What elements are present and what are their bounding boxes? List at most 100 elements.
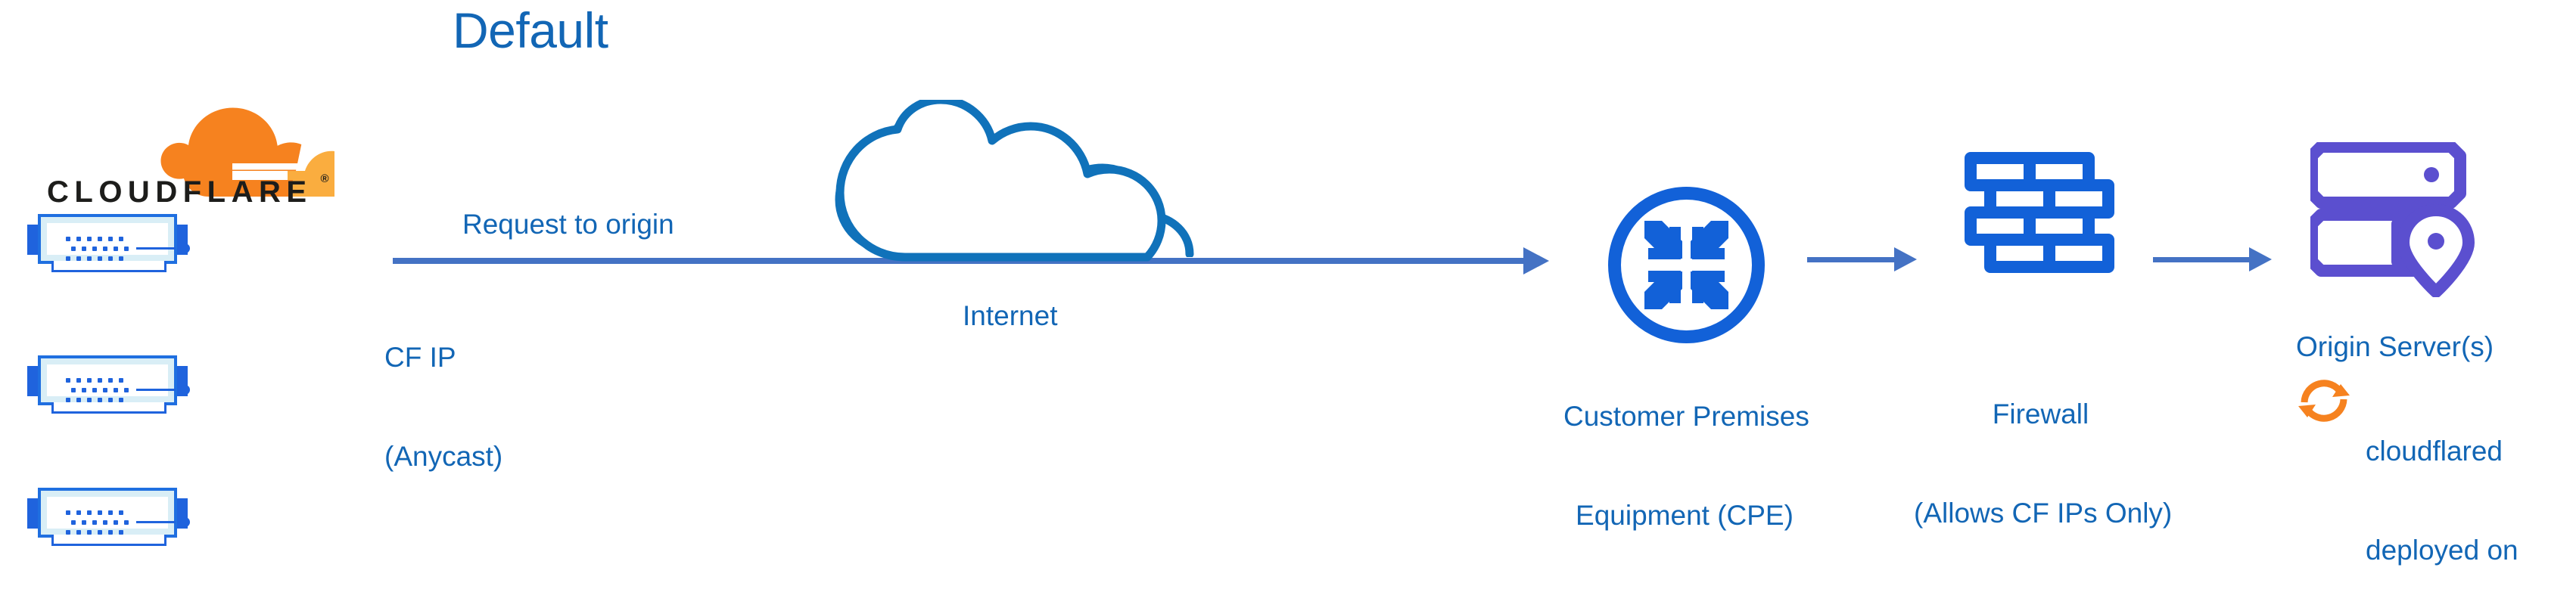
server-power-dot <box>180 243 190 253</box>
server-vent-dot <box>76 256 81 261</box>
server-vent-dot <box>92 388 97 392</box>
server-vent-dot <box>82 520 86 525</box>
server-faceplate <box>47 364 190 402</box>
cf-ip-line-2: (Anycast) <box>384 441 503 473</box>
server-vent-dot <box>66 378 70 383</box>
edge-server-icon-3 <box>27 488 190 551</box>
edge-server-icon-1 <box>27 214 190 278</box>
arrow-right-icon <box>1523 247 1549 274</box>
server-vent-dot <box>103 247 107 251</box>
server-vent-dot <box>114 388 118 392</box>
server-vent-dot <box>108 398 113 402</box>
cf-ip-line-1: CF IP <box>384 342 456 374</box>
server-vent-dot <box>119 510 123 515</box>
server-vent-dot <box>87 530 92 535</box>
cpe-to-firewall-arrow-line <box>1807 257 1896 262</box>
server-power-dot <box>180 517 190 527</box>
server-chassis <box>38 488 190 538</box>
cloud-outline <box>835 100 1166 262</box>
server-vent-dot <box>76 237 81 241</box>
server-rack-location-pin-icon <box>2306 141 2484 298</box>
server-vent-dot <box>92 520 97 525</box>
server-vent-dot <box>76 378 81 383</box>
server-base <box>51 261 166 272</box>
server-chassis <box>38 214 190 264</box>
page-title: Default <box>453 2 608 58</box>
firewall-to-origin-arrow-line <box>2153 257 2251 262</box>
server-vent-dot <box>76 510 81 515</box>
server-vent-dot <box>66 398 70 402</box>
brick-wall-icon <box>1965 152 2116 296</box>
router-four-arrows-icon <box>1605 184 1768 346</box>
server-vent-dot <box>119 256 123 261</box>
origin-server-label: Origin Server(s) <box>2296 331 2494 362</box>
cloudflared-annotation: cloudflared deployed on servers <box>2366 369 2518 614</box>
server-vent-dot <box>108 256 113 261</box>
server-vent-dot <box>87 378 92 383</box>
cloudflared-line-1: cloudflared <box>2366 436 2503 467</box>
cloudflare-wordmark-text: CLOUDFLARE <box>47 175 313 209</box>
server-vent-dot <box>87 398 92 402</box>
cpe-label-line-2: Equipment (CPE) <box>1576 500 1794 532</box>
server-vent-dot <box>103 520 107 525</box>
firewall-label-line-2: (Allows CF IPs Only) <box>1914 498 2173 529</box>
cloudflare-wordmark: CLOUDFLARE ® <box>47 172 329 209</box>
server-power-dot <box>180 385 190 395</box>
server-vent-dot <box>103 388 107 392</box>
server-vent-dot <box>66 237 70 241</box>
server-vent-dot <box>98 398 102 402</box>
server-vent-dot <box>76 398 81 402</box>
server-vent-dot <box>98 530 102 535</box>
firewall-label: Firewall (Allows CF IPs Only) <box>1914 332 2173 596</box>
server-faceplate <box>47 497 190 535</box>
server-chassis <box>38 355 190 405</box>
server-vent-grid <box>66 378 129 402</box>
server-vent-dot <box>66 256 70 261</box>
server-ear-left <box>27 498 39 529</box>
server-vent-grid <box>66 510 129 535</box>
server-vent-dot <box>98 510 102 515</box>
server-vent-dot <box>66 530 70 535</box>
arrow-right-icon <box>1894 247 1917 271</box>
server-vent-dot <box>124 520 129 525</box>
server-vent-dot <box>124 247 129 251</box>
server-vent-dot <box>82 388 86 392</box>
server-vent-dot <box>108 237 113 241</box>
server-vent-dot <box>119 378 123 383</box>
arrow-right-icon <box>2249 247 2272 271</box>
server-vent-dot <box>119 398 123 402</box>
server-vent-dot <box>87 510 92 515</box>
request-to-origin-label: Request to origin <box>462 209 674 240</box>
server-vent-dot <box>76 530 81 535</box>
server-vent-grid <box>66 237 129 261</box>
server-vent-dot <box>114 520 118 525</box>
server-vent-dot <box>98 237 102 241</box>
server-faceplate <box>47 223 190 261</box>
cloudflare-cloud-logo <box>160 106 334 197</box>
server-vent-dot <box>71 247 76 251</box>
sync-circular-arrows-icon <box>2295 372 2353 429</box>
cpe-label: Customer Premises Equipment (CPE) <box>1563 334 1809 598</box>
server-vent-dot <box>71 520 76 525</box>
server-base <box>51 402 166 414</box>
cpe-label-line-1: Customer Premises <box>1563 401 1809 433</box>
server-status-line <box>136 521 176 523</box>
server-ear-left <box>27 225 39 255</box>
server-ear-left <box>27 366 39 396</box>
cloudflared-line-2: deployed on <box>2366 535 2518 566</box>
edge-server-icon-2 <box>27 355 190 419</box>
server-vent-dot <box>98 378 102 383</box>
server-vent-dot <box>114 247 118 251</box>
server-vent-dot <box>92 247 97 251</box>
registered-trademark-icon: ® <box>320 172 329 185</box>
firewall-label-line-1: Firewall <box>1992 398 2089 430</box>
internet-label: Internet <box>963 300 1058 331</box>
server-vent-dot <box>98 256 102 261</box>
server-vent-dot <box>71 388 76 392</box>
server-status-line <box>136 389 176 391</box>
server-status-line <box>136 247 176 250</box>
cf-ip-anycast-label: CF IP (Anycast) <box>384 275 502 539</box>
server-vent-dot <box>82 247 86 251</box>
server-vent-dot <box>108 510 113 515</box>
